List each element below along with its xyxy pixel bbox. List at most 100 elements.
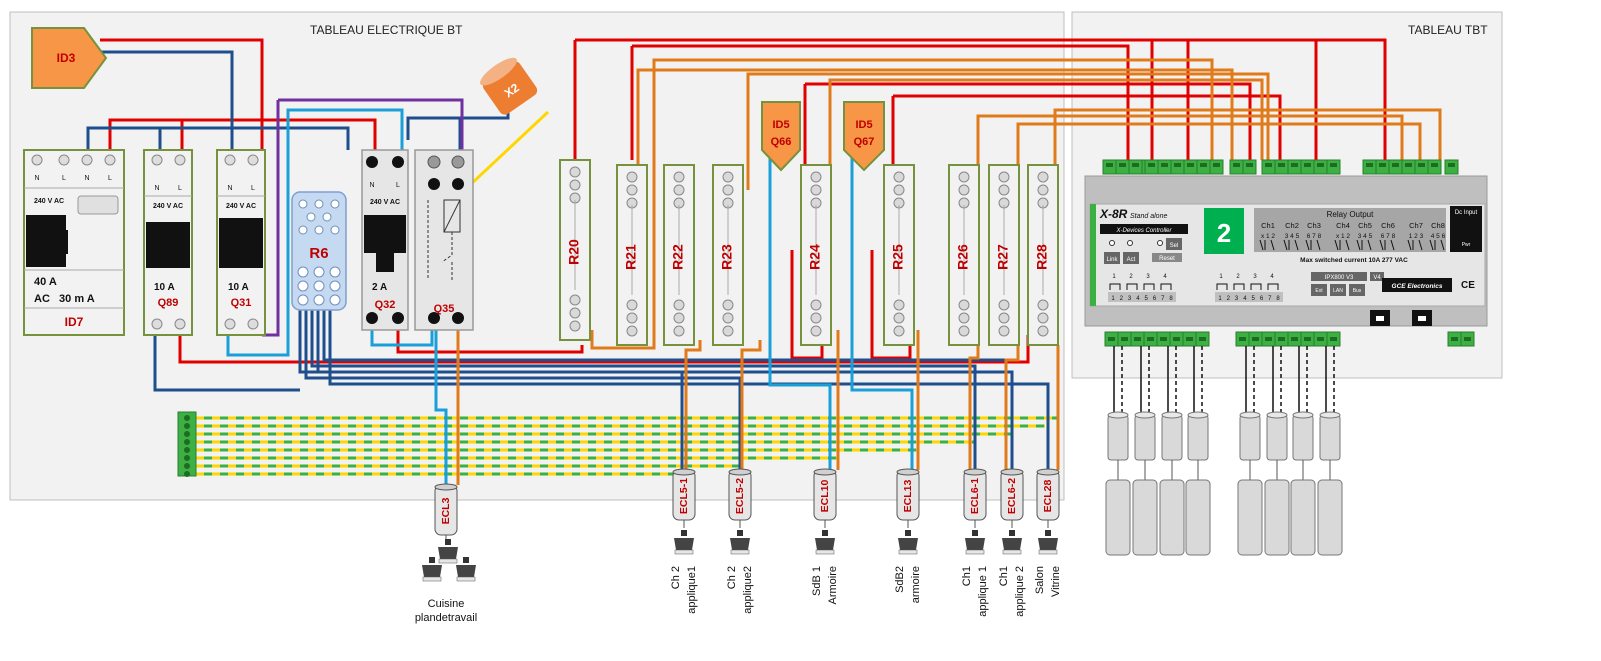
ce-mark: CE (1461, 280, 1475, 291)
act-button[interactable] (1123, 252, 1139, 264)
input-pin: 1 (1218, 296, 1222, 302)
sensor-5 (1237, 346, 1263, 556)
input-bracket (1143, 283, 1155, 290)
input-number: 2 (1236, 274, 1240, 280)
id5-q67-tag: ID5 Q67 (843, 101, 885, 172)
input-number: 3 (1253, 274, 1257, 280)
input-bracket (1126, 283, 1138, 290)
channel-pins: x 1 2 (1336, 233, 1350, 240)
bulb-icon (438, 539, 458, 564)
channel-label: Ch1 (1261, 221, 1275, 230)
controller-brand-strip: X-Devices Controller (1115, 228, 1172, 234)
relay-contact-icon (1429, 239, 1445, 251)
input-pin: 5 (1145, 296, 1149, 302)
breaker-id7: N L N L 240 V AC 40 A AC 30 m A ID7 (23, 149, 125, 336)
voltage-label: 240 V AC (370, 199, 400, 206)
earth-screw (184, 439, 190, 445)
relay-label: R21 (623, 244, 639, 270)
input-pin: 6 (1153, 296, 1157, 302)
sel-button[interactable] (1166, 238, 1182, 250)
relay-contact-icon (1305, 239, 1321, 251)
wire-light-blue (434, 330, 448, 485)
relay-contact-icon (1334, 239, 1350, 251)
breaker-lever (146, 222, 190, 268)
act-button-label: Act (1127, 257, 1136, 263)
lan-button[interactable] (1330, 284, 1346, 296)
id5-q67-line2: Q67 (854, 136, 875, 148)
channel-pins: 3 4 5 (1358, 233, 1373, 240)
breaker-id-label: Q32 (375, 299, 396, 311)
input-bracket (1109, 283, 1121, 290)
bus-button[interactable] (1349, 284, 1365, 296)
relay-contact-icon (1407, 239, 1423, 251)
test-button (77, 195, 119, 215)
channel-label: Ch3 (1307, 221, 1321, 230)
relay-contact-icon (1379, 239, 1395, 251)
relay-label: R24 (807, 244, 823, 270)
sensor-2 (1132, 346, 1158, 556)
bulb-icon (674, 530, 694, 555)
relay-contact-icon (1356, 239, 1372, 251)
relay-contact-icon (1283, 239, 1299, 251)
wire-orange (968, 345, 980, 470)
x8r-controller: X-8R Stand alone X-Devices Controller Li… (1084, 159, 1488, 347)
light-id-label: ECL5-2 (734, 478, 746, 514)
wires (86, 38, 1442, 485)
input-pin: 8 (1276, 296, 1280, 302)
input-pin-strip (1108, 292, 1176, 302)
earth-screw (184, 415, 190, 421)
rating-label: 40 A (34, 276, 57, 288)
wire-red (180, 118, 262, 150)
light-id-label: ECL28 (1042, 480, 1054, 513)
input-number: 4 (1163, 274, 1167, 280)
breaker-q89: N L 240 V AC 10 A Q89 (143, 149, 193, 336)
input-pin: 1 (1111, 296, 1115, 302)
controller-model: X-8R (1099, 207, 1128, 221)
channel-label: Ch4 (1336, 221, 1350, 230)
wire-orange (1053, 108, 1442, 190)
link-button[interactable] (1104, 252, 1120, 264)
rating-label: 10 A (228, 282, 249, 293)
wire-orange (976, 114, 1404, 190)
wire-red (396, 330, 584, 354)
reset-button[interactable] (1152, 253, 1182, 262)
light-caption: Ch1 (998, 566, 1010, 586)
breaker-id-label: Q35 (434, 303, 455, 315)
relay-label: R22 (670, 244, 686, 270)
relay-r27: R27 (988, 164, 1020, 346)
relay-label: R20 (566, 239, 582, 265)
relay-contact-icon (1259, 239, 1275, 251)
light-caption: SdB 1 (811, 566, 823, 596)
bulb-icon (1002, 530, 1022, 555)
wire-blue (406, 116, 462, 150)
channel-pins: x 1 2 (1261, 233, 1275, 240)
input-pin: 6 (1260, 296, 1264, 302)
input-pin: 4 (1243, 296, 1247, 302)
ext-button[interactable] (1311, 284, 1327, 296)
wire-blue (100, 50, 234, 150)
breaker-id-label: Q89 (158, 297, 179, 309)
light-id-label: ECL6-1 (969, 478, 981, 514)
v4-label: V4 (1373, 275, 1381, 281)
channel-label: Ch8 (1431, 221, 1445, 230)
input-number: 1 (1112, 274, 1116, 280)
terminal-label: N (369, 182, 374, 189)
input-bracket (1267, 283, 1279, 290)
light-caption: Ch1 (961, 566, 973, 586)
light-caption: Ch 2 (670, 566, 682, 589)
rating-label: 2 A (372, 282, 387, 293)
voltage-label: 240 V AC (153, 203, 183, 210)
bulb-icon (730, 530, 750, 555)
terminal-label: L (251, 185, 255, 192)
sensor-6 (1264, 346, 1290, 556)
light-caption: applique 1 (977, 566, 989, 617)
bulb-icon (815, 530, 835, 555)
sensor-7 (1290, 346, 1316, 556)
wire-yellow (468, 110, 550, 187)
light-caption: plandetravail (415, 612, 477, 624)
